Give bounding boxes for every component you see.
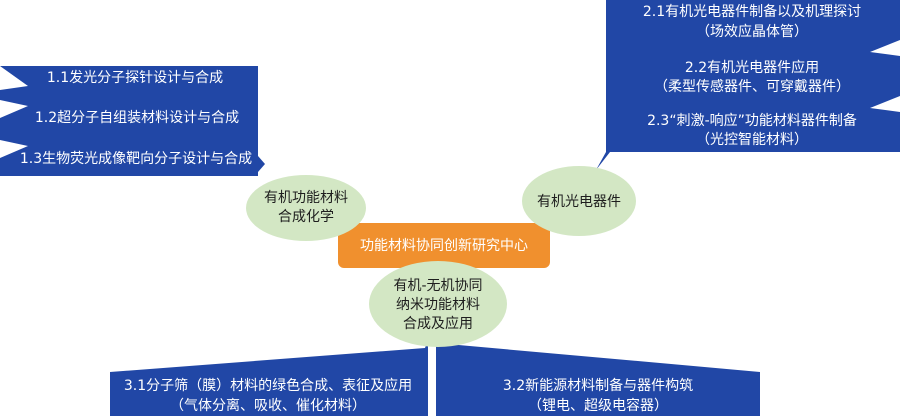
organic-item-3: 1.3生物荧光成像靶向分子设计与合成 xyxy=(20,150,252,167)
hybrid-callout-left-shape xyxy=(110,340,428,416)
hybrid-item-1-line2: （气体分离、吸收、催化材料） xyxy=(170,397,366,414)
organic-item-1: 1.1发光分子探针设计与合成 xyxy=(47,70,223,86)
center-node xyxy=(338,223,550,268)
organic-item-2: 1.2超分子自组装材料设计与合成 xyxy=(35,110,239,126)
hybrid-item-2-line1: 3.2新能源材料制备与器件构筑 xyxy=(503,377,693,394)
hybrid-item-1-line1: 3.1分子筛（膜）材料的绿色合成、表征及应用 xyxy=(124,377,412,394)
organic-node-line2: 合成化学 xyxy=(278,209,334,225)
optoelectronic-node xyxy=(522,166,636,236)
organic-node xyxy=(246,175,366,241)
optoelectronic-item-3-line2: （光控智能材料） xyxy=(696,132,808,148)
center-node-label: 功能材料协同创新研究中心 xyxy=(360,238,528,254)
hybrid-callout-right-shape xyxy=(436,343,760,416)
optoelectronic-item-3-line1: 2.3“刺激-响应”功能材料器件制备 xyxy=(647,112,857,129)
organic-callout-shape xyxy=(0,66,265,176)
hybrid-node-line2: 纳米功能材料 xyxy=(396,297,480,313)
hybrid-node-line3: 合成及应用 xyxy=(403,315,473,332)
hybrid-node-line1: 有机-无机协同 xyxy=(393,278,482,294)
optoelectronic-item-2-line2: （柔型传感器件、可穿戴器件） xyxy=(654,78,850,95)
optoelectronic-item-1-line2: （场效应晶体管） xyxy=(696,23,808,40)
optoelectronic-node-label: 有机光电器件 xyxy=(537,194,621,210)
optoelectronic-item-2-line1: 2.2有机光电器件应用 xyxy=(685,59,819,76)
optoelectronic-item-1-line1: 2.1有机光电器件制备以及机理探讨 xyxy=(643,3,861,20)
hybrid-item-2-line2: （锂电、超级电容器） xyxy=(528,397,668,414)
organic-node-line1: 有机功能材料 xyxy=(264,190,348,206)
optoelectronic-callout-shape xyxy=(596,0,900,170)
hybrid-node xyxy=(369,261,507,347)
